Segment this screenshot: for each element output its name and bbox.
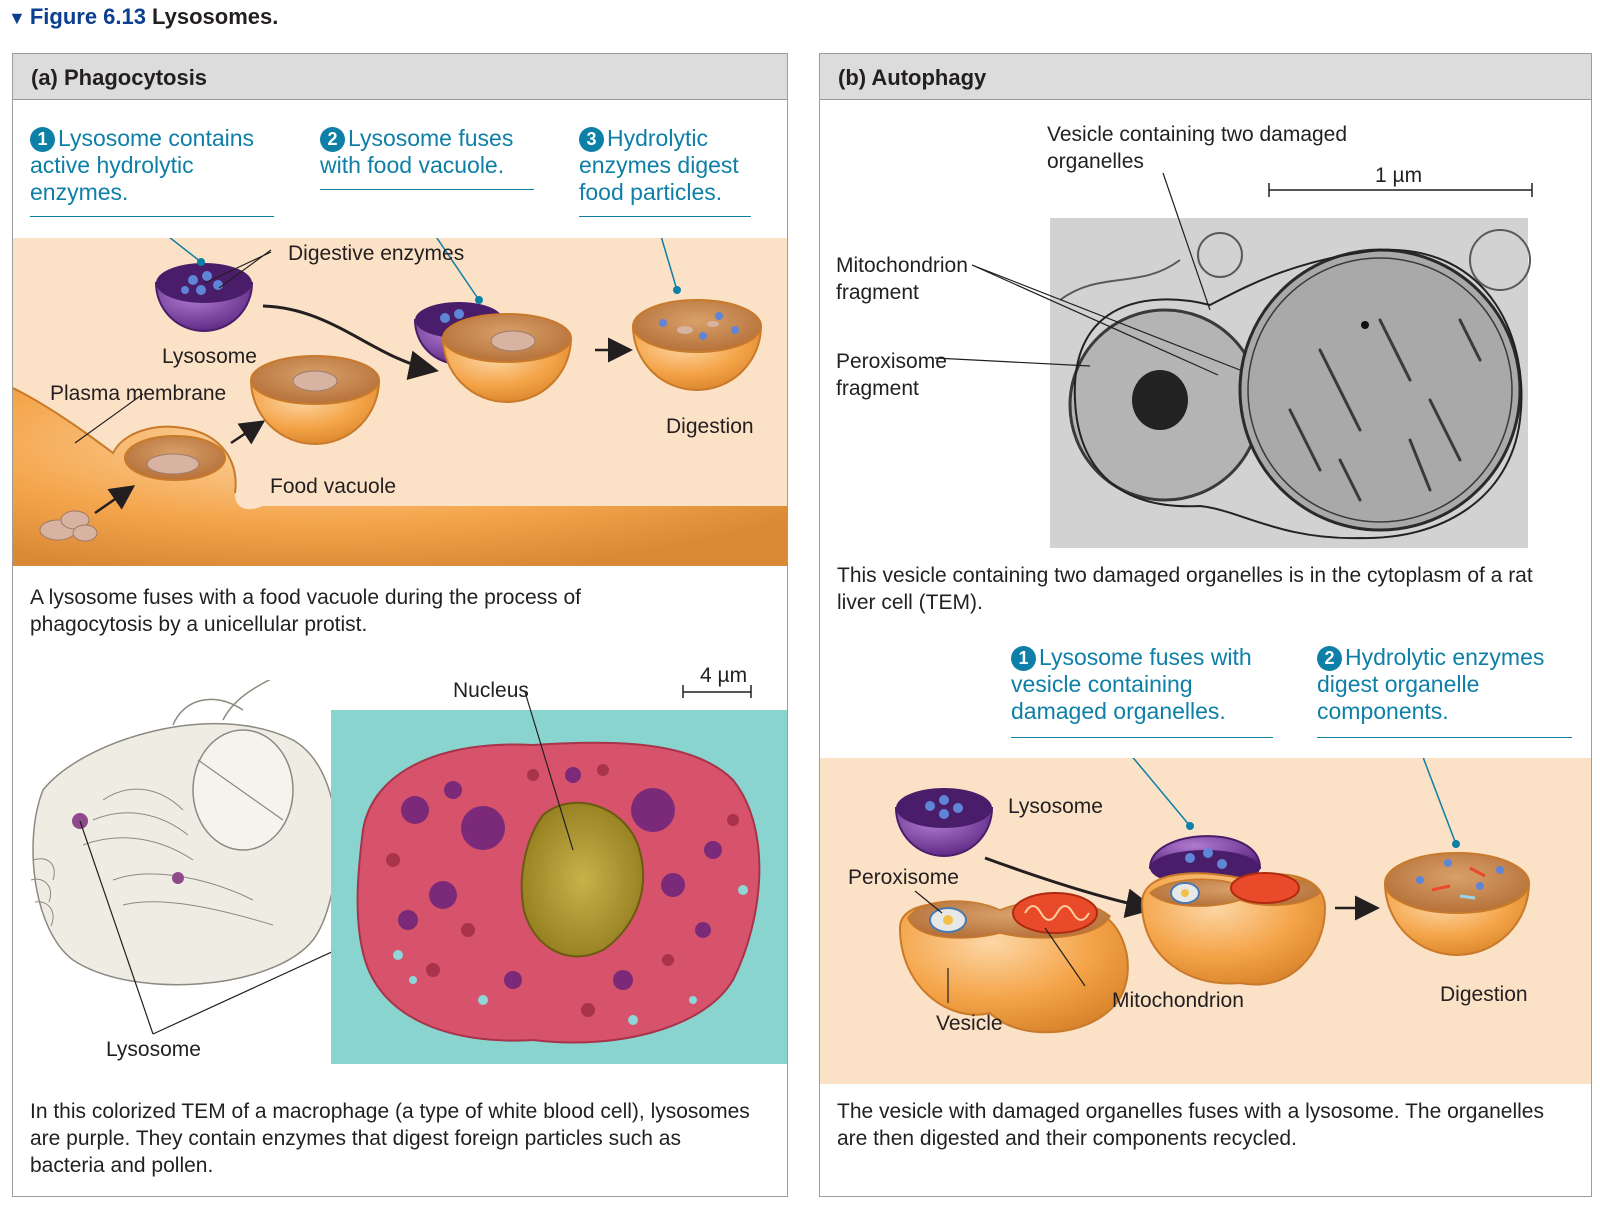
cell-cytoplasm [13, 388, 787, 566]
label-vesicle-two-organelles: Vesicle containing two damaged organelle… [1047, 123, 1348, 173]
label-digestive-enzymes: Digestive enzymes [288, 242, 465, 265]
autophagy-illustration [820, 758, 1591, 1084]
digestion-vacuole [631, 299, 763, 391]
label-lysosome: Lysosome [162, 345, 257, 368]
food-particle [39, 510, 98, 542]
label-peroxisome: Peroxisome [848, 866, 959, 889]
tem-scale-bar-1um [1268, 183, 1533, 197]
label-nucleus: Nucleus [453, 679, 529, 702]
figure-number: Figure 6.13 [29, 4, 146, 29]
step-underline [320, 189, 534, 190]
label-mitochondrion: Mitochondrion [1112, 989, 1244, 1012]
digestion-vesicle [1383, 852, 1531, 956]
step-text: Hydrolytic enzymes digest organelle comp… [1317, 644, 1545, 724]
step-badge: 1 [30, 127, 55, 152]
step-text: Lysosome fuses with vesicle containing d… [1011, 644, 1252, 724]
lysosome [154, 263, 254, 332]
cell-sketch [30, 680, 338, 986]
step-badge: 1 [1011, 646, 1036, 671]
fused-lysosome-vesicle [1140, 835, 1327, 986]
label-peroxisome-fragment: Peroxisome fragment [836, 350, 947, 400]
label-lysosome-b: Lysosome [1008, 795, 1103, 818]
label-food-vacuole: Food vacuole [270, 475, 397, 498]
autophagy-tem [934, 172, 1533, 548]
forming-vacuole [124, 435, 226, 481]
label-plasma-membrane: Plasma membrane [50, 382, 227, 405]
phagocytosis-illustration [13, 238, 787, 566]
step-text: Lysosome fuses with food vacuole. [320, 125, 514, 178]
step-underline [1317, 737, 1572, 738]
label-digestion-b: Digestion [1440, 983, 1528, 1006]
step-text: Lysosome contains active hydrolytic enzy… [30, 125, 255, 205]
scale-label-4um: 4 µm [700, 664, 748, 687]
lysosome-b [894, 788, 994, 857]
panel-b-title: (b) Autophagy [838, 65, 987, 90]
scale-label-1um: 1 µm [1375, 164, 1423, 187]
macrophage-figure [30, 680, 787, 1064]
panel-a-title: (a) Phagocytosis [31, 65, 208, 90]
food-vacuole [249, 355, 381, 445]
panel-b-header: (b) Autophagy [820, 54, 1591, 100]
step-badge: 2 [320, 127, 345, 152]
step-badge: 2 [1317, 646, 1342, 671]
macrophage-tem [331, 710, 787, 1064]
label-vesicle: Vesicle [936, 1012, 1003, 1035]
step-text: Hydrolytic enzymes digest food particles… [579, 125, 739, 205]
panel-a-tem-caption: In this colorized TEM of a macrophage (a… [30, 1100, 750, 1177]
figure-marker-icon: ▼ [8, 8, 26, 28]
panel-b-tem-caption: This vesicle containing two damaged orga… [837, 564, 1533, 614]
label-digestion: Digestion [666, 415, 754, 438]
label-mitochondrion-fragment: Mitochondrion fragment [836, 254, 968, 304]
panel-a-caption: A lysosome fuses with a food vacuole dur… [30, 586, 581, 636]
fusing-lysosome-vacuole [413, 302, 573, 403]
vesicle-with-organelles [898, 892, 1129, 1034]
step-underline [579, 216, 751, 217]
panel-a-header: (a) Phagocytosis [13, 54, 787, 100]
label-lysosome-tem: Lysosome [106, 1038, 201, 1061]
step-underline [1011, 737, 1273, 738]
step-underline [30, 216, 274, 217]
panel-b-caption: The vesicle with damaged organelles fuse… [837, 1100, 1544, 1150]
step-badge: 3 [579, 127, 604, 152]
tem-scale-bar [682, 685, 752, 698]
figure-name: Lysosomes. [151, 4, 279, 29]
